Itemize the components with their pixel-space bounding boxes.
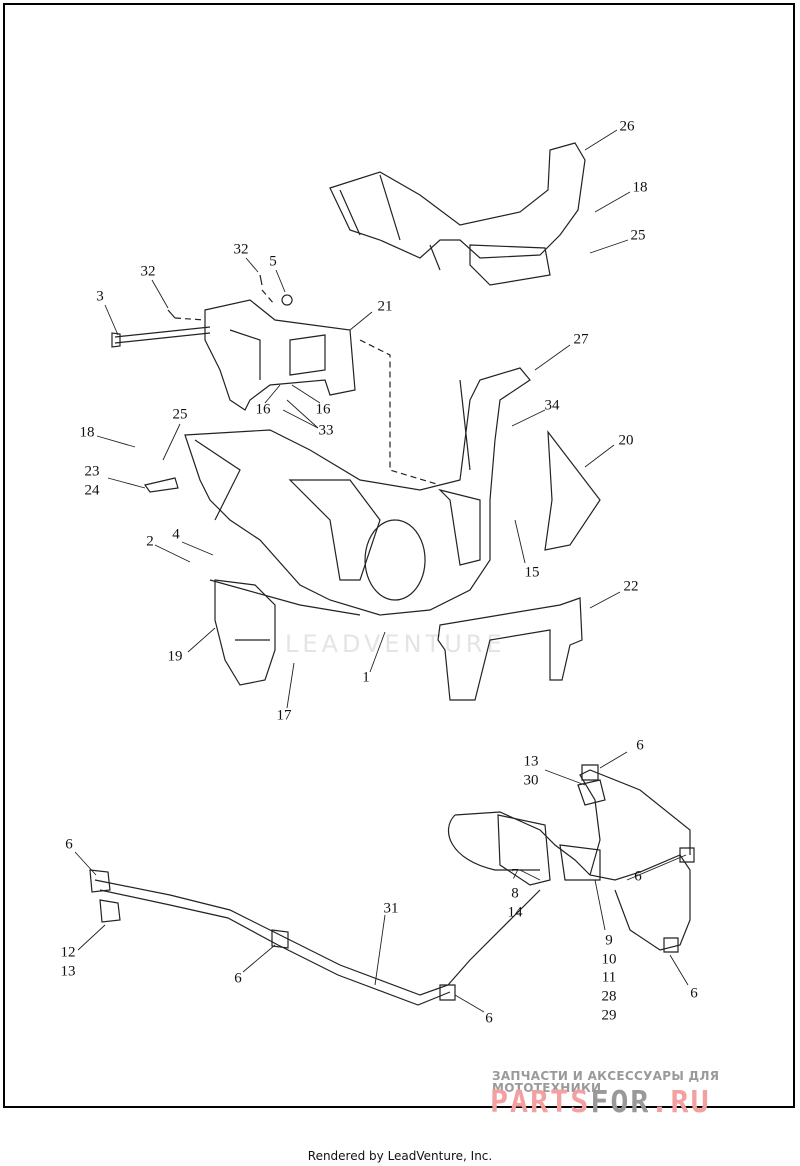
callout-32[interactable]: 32	[233, 241, 249, 258]
callout-29[interactable]: 29	[601, 1007, 617, 1024]
leadventure-watermark: LEADVENTURE	[285, 630, 506, 658]
part-7-relay-box	[497, 814, 551, 886]
callout-3[interactable]: 3	[96, 288, 104, 305]
shop-logo-part-c: .RU	[650, 1085, 711, 1120]
shop-logo-part-a: PARTS	[490, 1085, 591, 1120]
callout-25[interactable]: 25	[172, 406, 188, 423]
callout-26[interactable]: 26	[619, 118, 635, 135]
callout-7[interactable]: 7	[511, 866, 519, 883]
callout-23[interactable]: 23	[84, 463, 100, 480]
shop-logo-watermark: PARTSFOR.RU	[490, 1088, 711, 1118]
callout-14[interactable]: 14	[507, 904, 523, 921]
part-22-lower-bracket	[437, 597, 583, 701]
callout-8[interactable]: 8	[511, 885, 519, 902]
callout-6[interactable]: 6	[485, 1010, 493, 1027]
callout-19[interactable]: 19	[167, 648, 183, 665]
callout-24[interactable]: 24	[84, 482, 100, 499]
callout-6[interactable]: 6	[634, 868, 642, 885]
callout-6[interactable]: 6	[65, 836, 73, 853]
callout-2[interactable]: 2	[146, 533, 154, 550]
part-23-clip	[143, 477, 179, 493]
callout-4[interactable]: 4	[172, 526, 180, 543]
callout-15[interactable]: 15	[524, 564, 540, 581]
part-21-bracket	[204, 299, 356, 411]
callout-6[interactable]: 6	[636, 737, 644, 754]
shop-tagline-watermark: ЗАПЧАСТИ И АКСЕССУАРЫ ДЛЯ МОТОТЕХНИКИ	[492, 1069, 720, 1095]
callout-5[interactable]: 5	[269, 253, 277, 270]
part-20-side-panel	[544, 430, 601, 551]
callout-6[interactable]: 6	[690, 985, 698, 1002]
callout-17[interactable]: 17	[276, 707, 292, 724]
part-harness-right	[454, 769, 691, 951]
callout-12[interactable]: 12	[60, 944, 76, 961]
callout-30[interactable]: 30	[523, 772, 539, 789]
callout-6[interactable]: 6	[234, 970, 242, 987]
leader-lines	[74, 129, 689, 1013]
part-26-inner-fairing	[329, 142, 586, 259]
diagram-frame	[3, 3, 795, 1108]
callout-21[interactable]: 21	[377, 298, 393, 315]
part-main-fairing	[184, 367, 531, 616]
callout-31[interactable]: 31	[383, 900, 399, 917]
callout-9[interactable]: 9	[605, 932, 613, 949]
part-19-duct	[214, 579, 276, 686]
callout-22[interactable]: 22	[623, 578, 639, 595]
callout-34[interactable]: 34	[544, 397, 560, 414]
callout-10[interactable]: 10	[601, 951, 617, 968]
callout-16[interactable]: 16	[255, 401, 271, 418]
callout-32[interactable]: 32	[140, 263, 156, 280]
callout-16[interactable]: 16	[315, 401, 331, 418]
part-3-bolt	[111, 326, 211, 348]
callout-18[interactable]: 18	[632, 179, 648, 196]
callout-11[interactable]: 11	[601, 969, 617, 986]
callout-28[interactable]: 28	[601, 988, 617, 1005]
callout-33[interactable]: 33	[318, 422, 334, 439]
callout-1[interactable]: 1	[362, 669, 370, 686]
callout-13[interactable]: 13	[60, 963, 76, 980]
part-31-harness-left	[94, 879, 541, 1006]
shop-logo-part-b: FOR	[590, 1085, 651, 1120]
callout-13[interactable]: 13	[523, 753, 539, 770]
callout-20[interactable]: 20	[618, 432, 634, 449]
callout-25[interactable]: 25	[630, 227, 646, 244]
callout-18[interactable]: 18	[79, 424, 95, 441]
callout-27[interactable]: 27	[573, 331, 589, 348]
footer-credit: Rendered by LeadVenture, Inc.	[307, 1149, 493, 1163]
